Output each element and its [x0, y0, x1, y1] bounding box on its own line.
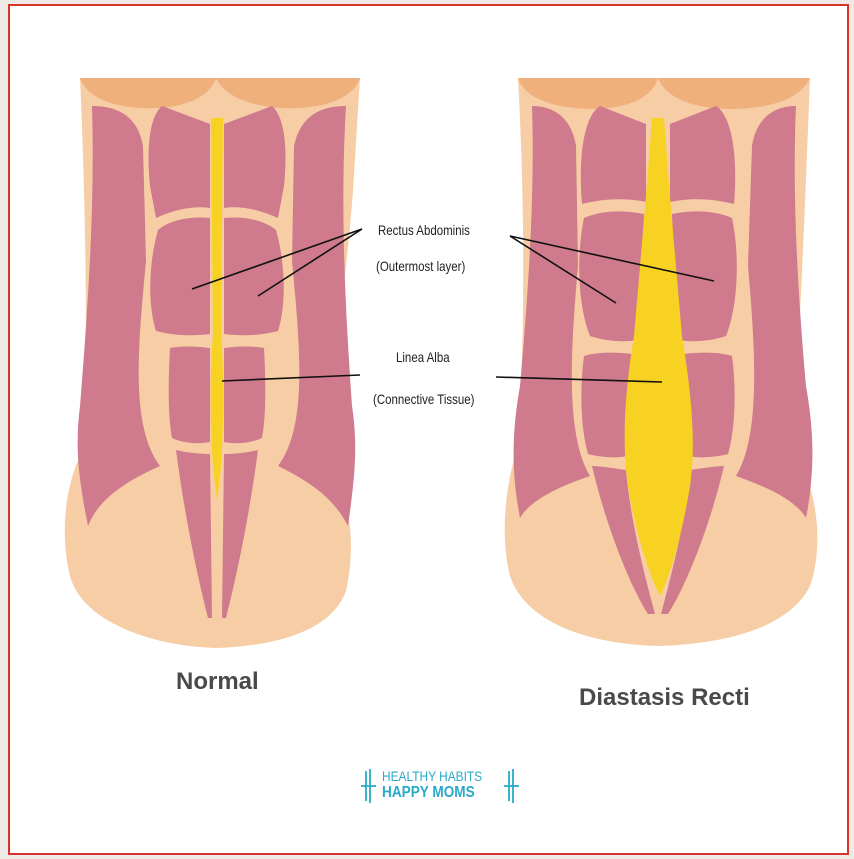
normal-rectus-right-3	[224, 347, 265, 444]
linea-alba-label: Linea Alba	[396, 349, 450, 365]
logo-line-1: HEALTHY HABITS	[382, 768, 482, 784]
normal-torso	[65, 78, 360, 648]
diastasis-rectus-left-1	[581, 106, 646, 204]
diastasis-rectus-left-2	[579, 211, 644, 341]
diastasis-rectus-left-3	[581, 353, 632, 458]
diastasis-rectus-right-1	[670, 106, 735, 204]
figure-frame: Rectus Abdominis (Outermost layer) Linea…	[8, 4, 849, 855]
normal-rectus-right-2	[224, 218, 284, 336]
normal-rectus-left-1	[149, 106, 211, 218]
anatomy-illustration	[10, 6, 851, 857]
rectus-abdominis-sublabel: (Outermost layer)	[376, 258, 465, 274]
healthy-habits-logo: HEALTHY HABITS HAPPY MOMS	[360, 765, 520, 807]
diastasis-rectus-right-2	[672, 211, 737, 341]
normal-caption: Normal	[176, 668, 259, 696]
normal-rectus-left-3	[169, 347, 210, 444]
diastasis-recti-caption: Diastasis Recti	[579, 684, 750, 712]
normal-rectus-left-2	[150, 218, 210, 336]
normal-rectus-right-1	[224, 106, 286, 218]
logo-line-2: HAPPY MOMS	[382, 784, 475, 802]
diastasis-torso	[505, 78, 818, 646]
linea-alba-sublabel: (Connective Tissue)	[373, 391, 474, 407]
rectus-abdominis-label: Rectus Abdominis	[378, 222, 470, 238]
